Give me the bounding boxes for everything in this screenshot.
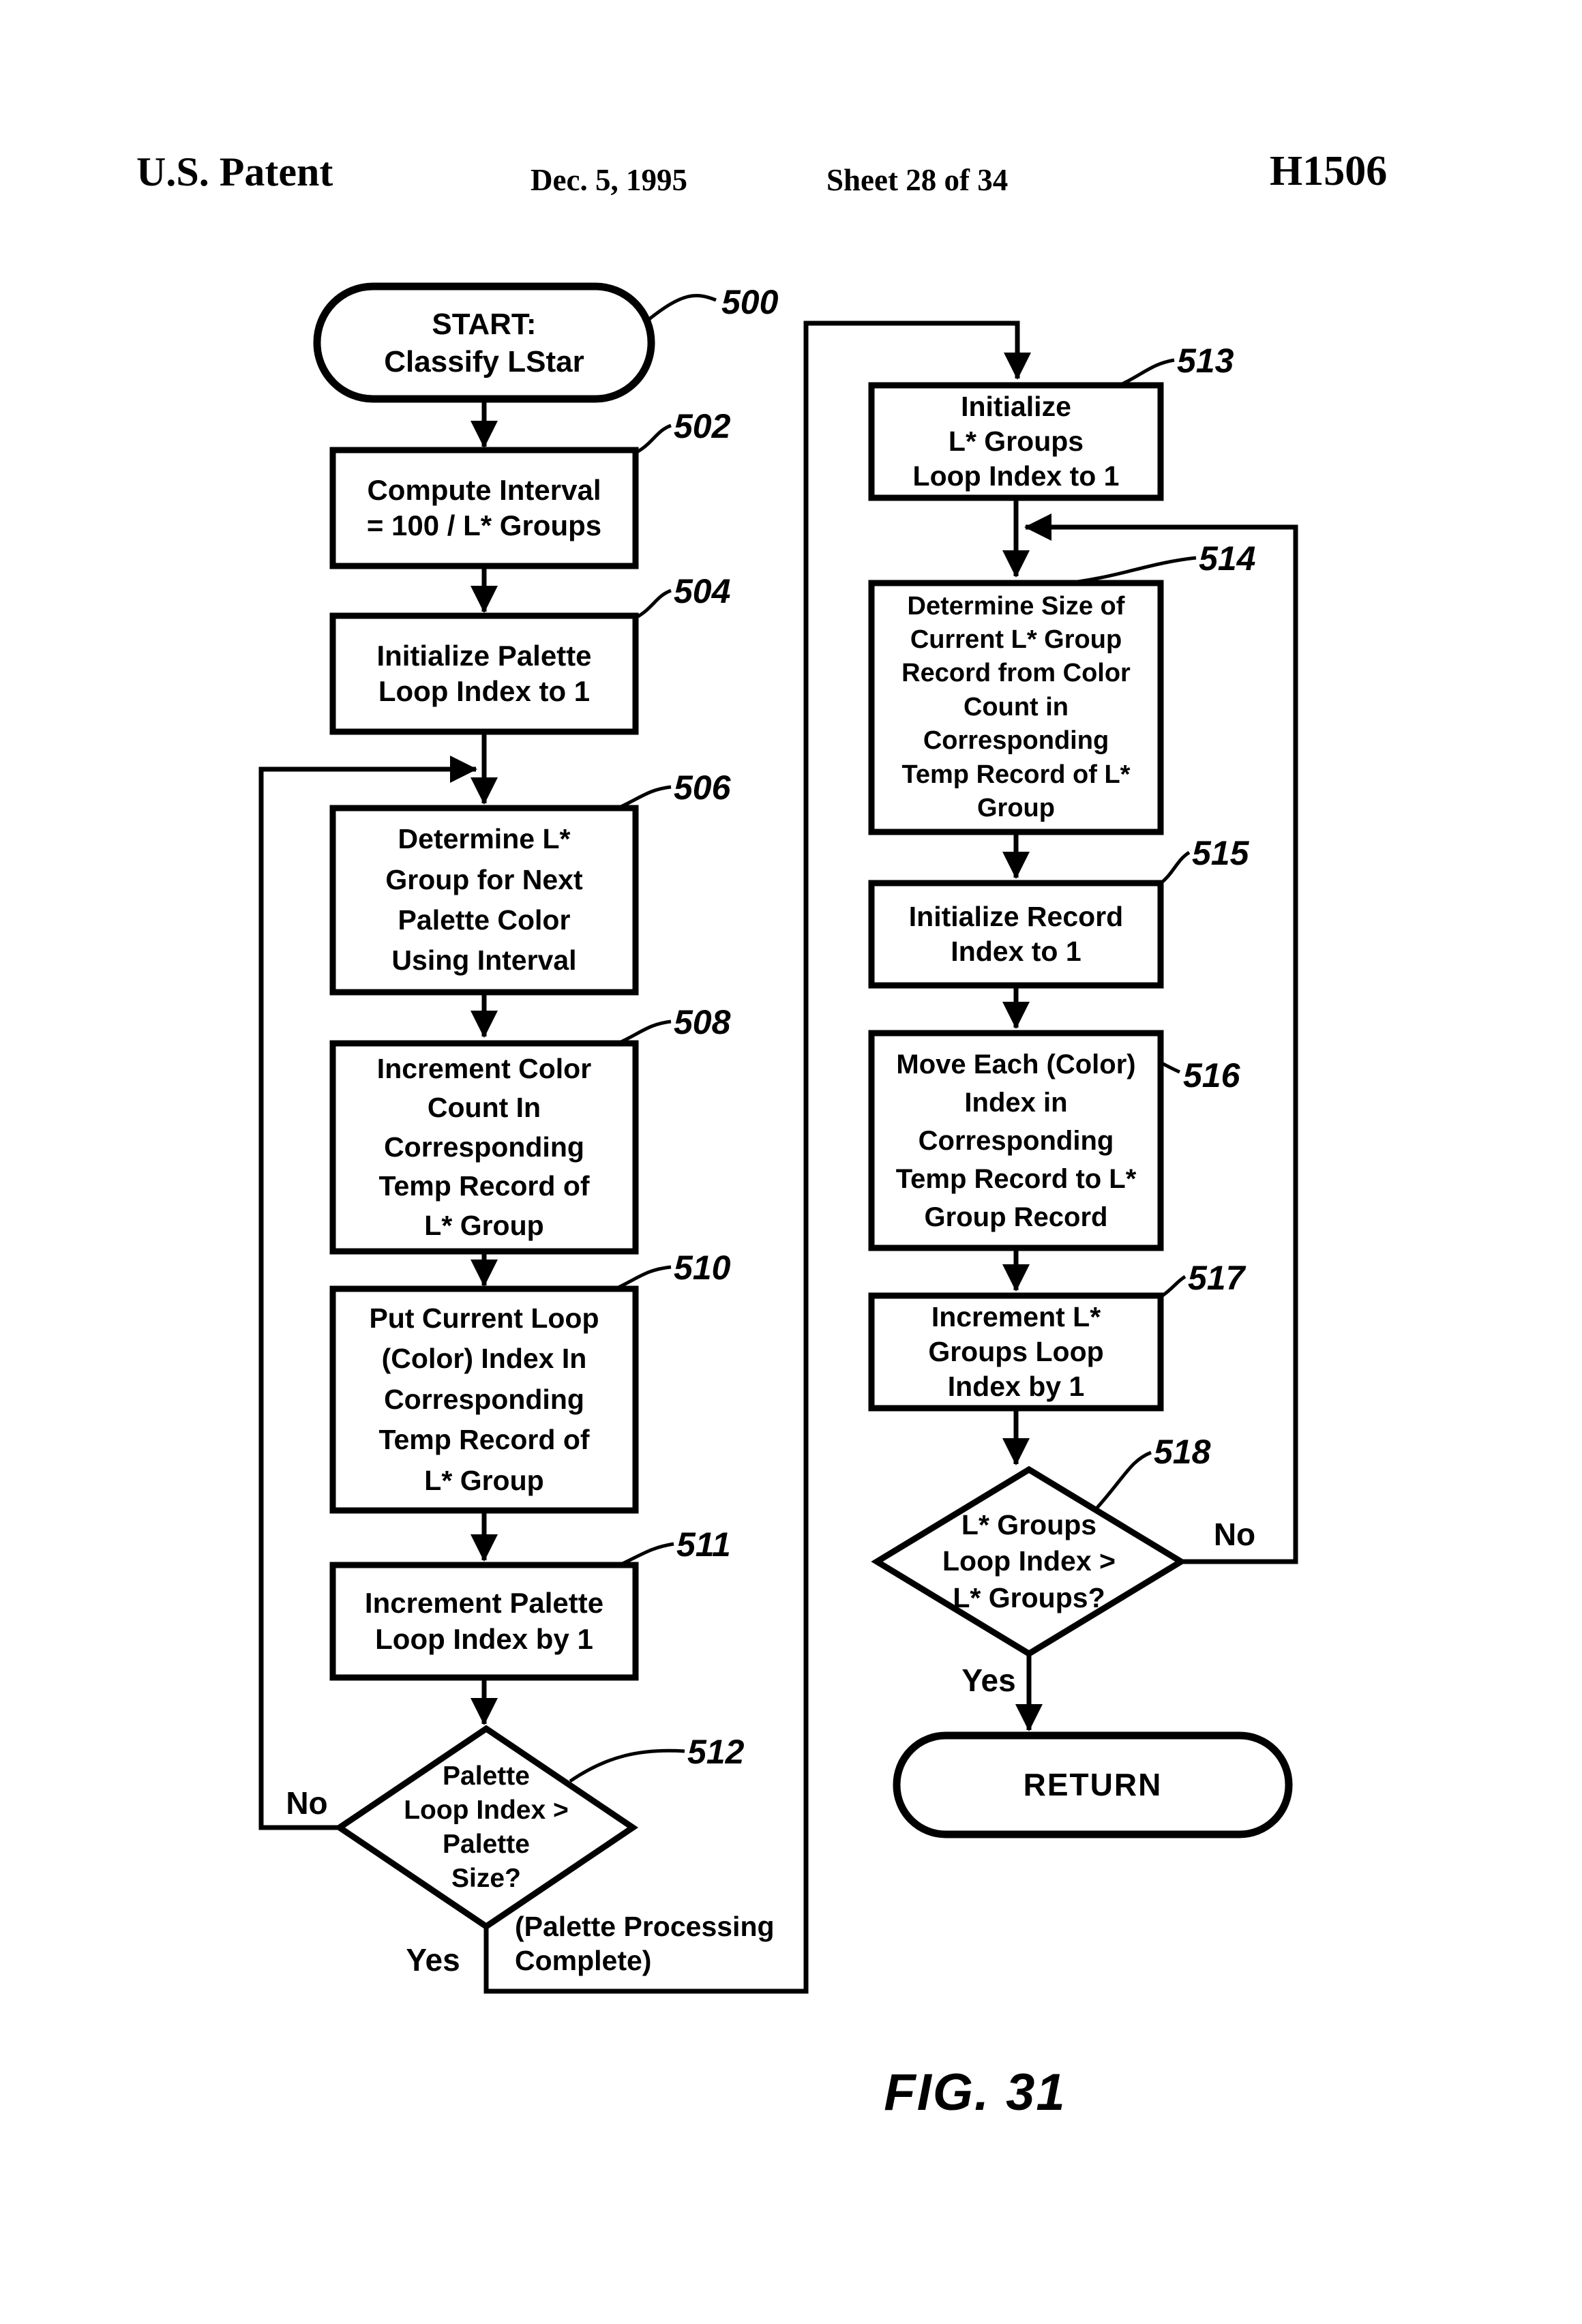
edge-512-yes-to-513	[483, 321, 1031, 1994]
edge-512-no-loop	[258, 756, 477, 1830]
process-508-label: Increment Color Count In Corresponding T…	[376, 1053, 592, 1241]
process-506-label: Determine L* Group for Next Palette Colo…	[385, 823, 583, 977]
process-502-label: Compute Interval = 100 / L* Groups	[366, 473, 602, 542]
process-504-label: Initialize Palette Loop Index to 1	[376, 639, 592, 708]
patent-date: Dec. 5, 1995	[531, 163, 687, 197]
figure-caption: FIG. 31	[884, 2063, 1066, 2121]
ref-517: 517	[1188, 1259, 1245, 1297]
process-511-label: Increment Palette Loop Index by 1	[364, 1587, 604, 1655]
palette-complete-note: (Palette Processing Complete)	[515, 1911, 775, 1977]
process-517-shape	[868, 1292, 1164, 1412]
process-514-shape	[868, 580, 1164, 835]
ref-504: 504	[674, 572, 731, 610]
process-513-label: Initialize L* Groups Loop Index to 1	[912, 390, 1120, 492]
process-516-label: Move Each (Color) Index in Corresponding…	[895, 1049, 1137, 1232]
process-502-shape	[329, 447, 639, 569]
ref-510: 510	[674, 1249, 731, 1287]
process-513-shape	[868, 382, 1164, 501]
leader-517	[1159, 1275, 1186, 1299]
ref-506: 506	[674, 769, 731, 807]
ref-513: 513	[1177, 342, 1234, 380]
process-511-shape	[329, 1562, 639, 1681]
ref-502: 502	[674, 407, 731, 445]
branch-yes-palette: Yes	[406, 1942, 460, 1978]
leader-515	[1158, 850, 1191, 886]
patent-doc-number: H1506	[1270, 148, 1388, 194]
process-508-shape	[329, 1040, 639, 1255]
leader-500	[648, 294, 717, 321]
sheet-number: Sheet 28 of 34	[826, 163, 1009, 197]
return-terminator-shape	[893, 1731, 1293, 1838]
branch-no-lstar: No	[1213, 1517, 1256, 1552]
branch-no-palette: No	[286, 1785, 328, 1821]
start-terminator-label: START: Classify LStar	[384, 307, 584, 378]
ref-514: 514	[1199, 539, 1256, 578]
patent-title: U.S. Patent	[136, 149, 333, 194]
ref-516: 516	[1183, 1056, 1240, 1094]
decision-512-label: Palette Loop Index > Palette Size?	[404, 1761, 569, 1893]
leader-502	[634, 423, 672, 455]
process-515-shape	[868, 880, 1164, 989]
ref-512: 512	[687, 1733, 745, 1771]
branch-yes-lstar: Yes	[961, 1663, 1016, 1698]
process-510-label: Put Current Loop (Color) Index In Corres…	[369, 1302, 599, 1496]
decision-512-shape	[333, 1725, 639, 1931]
ref-515: 515	[1192, 834, 1249, 872]
return-terminator-label: RETURN	[1023, 1766, 1163, 1802]
start-terminator-shape	[313, 282, 655, 403]
edge-518-no-loop	[1024, 513, 1298, 1564]
process-517-label: Increment L* Groups Loop Index by 1	[928, 1300, 1104, 1403]
decision-518-label: L* Groups Loop Index > L* Groups?	[942, 1509, 1116, 1613]
process-510-shape	[329, 1285, 639, 1514]
ref-500: 500	[721, 283, 779, 321]
process-504-shape	[329, 612, 639, 735]
leader-518	[1095, 1450, 1152, 1510]
decision-518-shape	[871, 1465, 1187, 1658]
ref-518: 518	[1154, 1433, 1211, 1471]
process-514-label: Determine Size of Current L* Group Recor…	[901, 591, 1131, 822]
process-506-shape	[329, 805, 639, 996]
process-515-label: Initialize Record Index to 1	[908, 900, 1124, 967]
ref-511: 511	[676, 1525, 731, 1564]
leader-504	[634, 589, 672, 620]
leader-512	[569, 1748, 685, 1783]
process-516-shape	[868, 1030, 1164, 1251]
ref-508: 508	[674, 1003, 731, 1041]
